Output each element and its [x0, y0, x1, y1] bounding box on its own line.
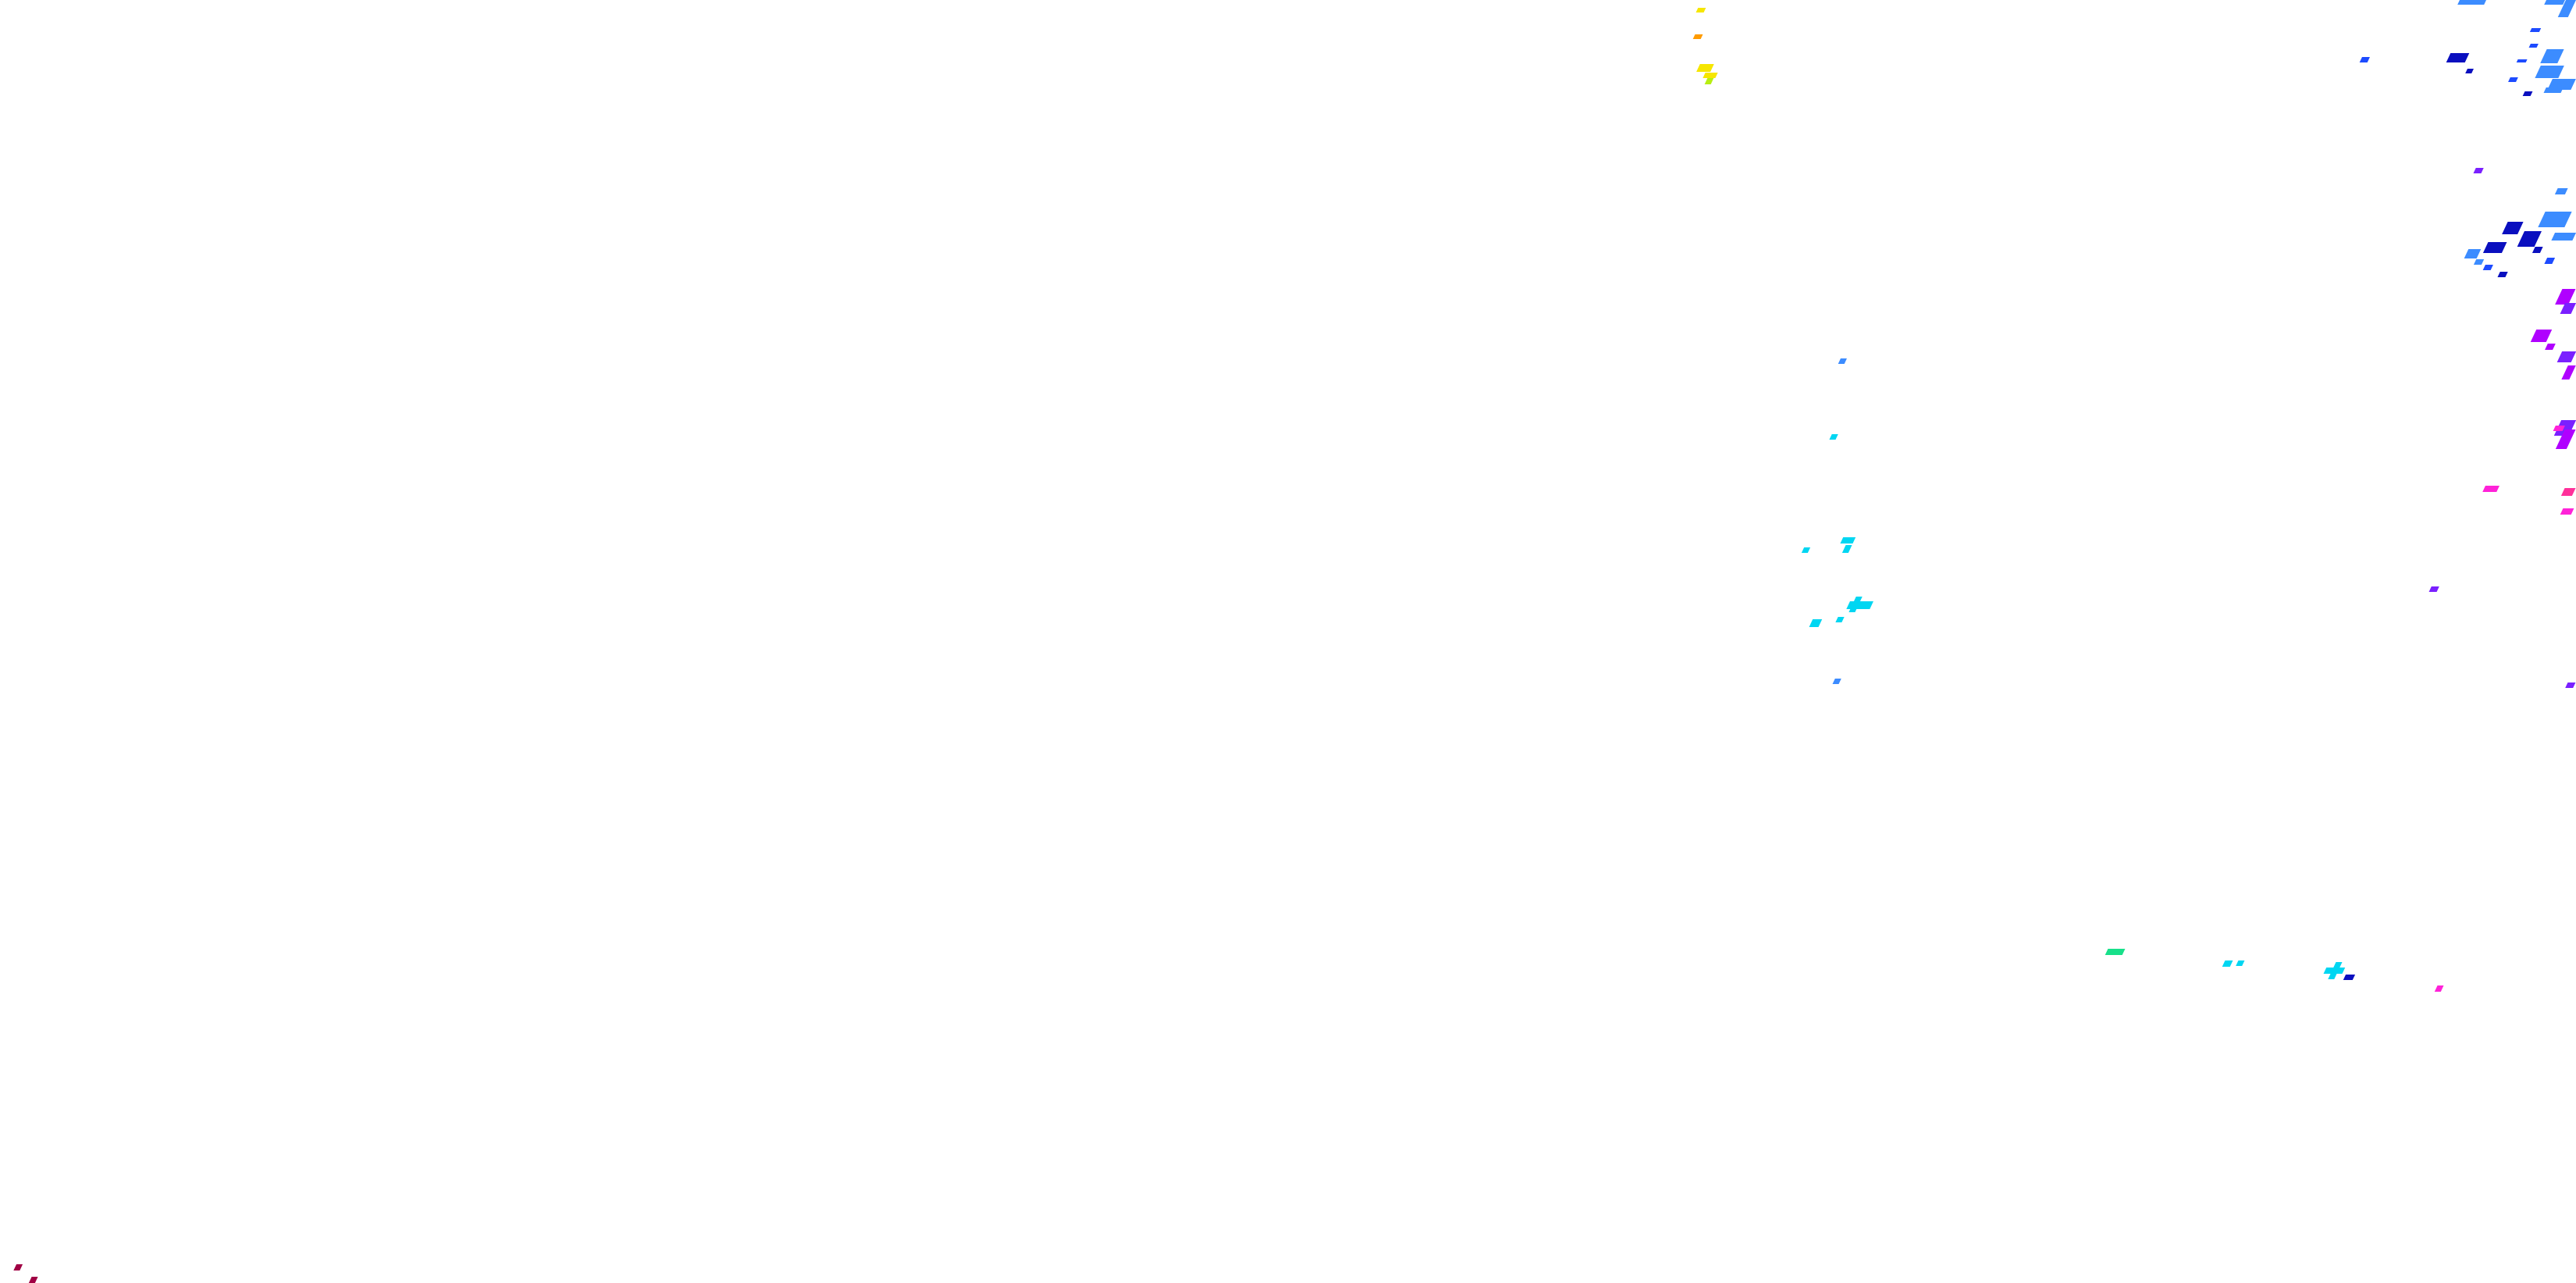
color-speck: [2473, 259, 2485, 265]
color-speck: [1703, 73, 1718, 78]
color-speck: [2551, 233, 2576, 241]
color-speck: [1848, 597, 1863, 612]
color-speck: [2543, 87, 2564, 93]
color-speck: [2482, 242, 2507, 253]
color-speck: [2538, 212, 2572, 227]
color-speck: [2544, 0, 2565, 5]
color-speck: [2530, 330, 2553, 342]
color-speck: [1801, 547, 1811, 553]
color-speck: [1838, 358, 1847, 364]
color-speck: [2529, 28, 2542, 32]
color-speck: [2535, 66, 2564, 78]
color-speck: [2497, 272, 2508, 277]
color-speck: [2547, 79, 2576, 90]
color-speck: [2517, 231, 2542, 247]
color-speck: [2556, 351, 2576, 362]
color-speck: [2508, 77, 2518, 82]
color-speck: [2502, 222, 2524, 234]
color-speck: [1835, 617, 1845, 622]
color-speck: [2553, 426, 2565, 431]
color-speck: [2565, 682, 2576, 688]
color-speck: [2428, 586, 2439, 592]
color-speck: [1832, 679, 1841, 684]
color-speck: [2482, 486, 2500, 492]
color-speck: [2516, 59, 2528, 62]
color-speck: [2554, 188, 2568, 194]
color-speck: [2560, 488, 2576, 496]
color-speck: [1841, 545, 1852, 553]
color-speck: [2482, 265, 2493, 270]
color-speck: [2446, 53, 2470, 62]
color-speck: [2105, 949, 2126, 955]
color-speck: [2532, 247, 2543, 253]
color-speck: [2222, 960, 2233, 967]
color-speck: [2457, 0, 2486, 5]
color-speck: [1809, 619, 1823, 627]
color-speck: [1846, 601, 1873, 609]
color-speck: [2544, 258, 2556, 264]
color-speck: [2464, 249, 2482, 258]
color-speck: [2528, 44, 2539, 48]
color-speck: [2557, 0, 2576, 17]
color-speck: [13, 1264, 23, 1271]
color-speck: [2560, 303, 2576, 314]
color-speck: [2561, 365, 2576, 380]
color-speck: [2343, 975, 2356, 980]
color-speck: [1704, 78, 1714, 84]
color-speck: [2328, 962, 2343, 979]
color-speck: [28, 1277, 38, 1283]
color-speck: [2555, 289, 2576, 305]
color-speck: [2359, 57, 2370, 62]
color-speck: [2555, 429, 2576, 449]
color-speck: [1696, 64, 1714, 72]
color-speck: [2236, 960, 2245, 966]
color-speck: [2522, 91, 2533, 96]
color-speck: [1829, 434, 1838, 440]
color-speck: [2545, 344, 2556, 350]
color-speck: [1695, 8, 1706, 12]
color-speck: [2465, 69, 2474, 73]
color-speck: [2434, 985, 2444, 992]
color-speck: [2560, 508, 2574, 515]
color-speck: [2473, 168, 2484, 173]
color-speck: [1692, 34, 1703, 39]
color-speck: [2540, 49, 2564, 63]
color-speck: [1840, 537, 1856, 543]
